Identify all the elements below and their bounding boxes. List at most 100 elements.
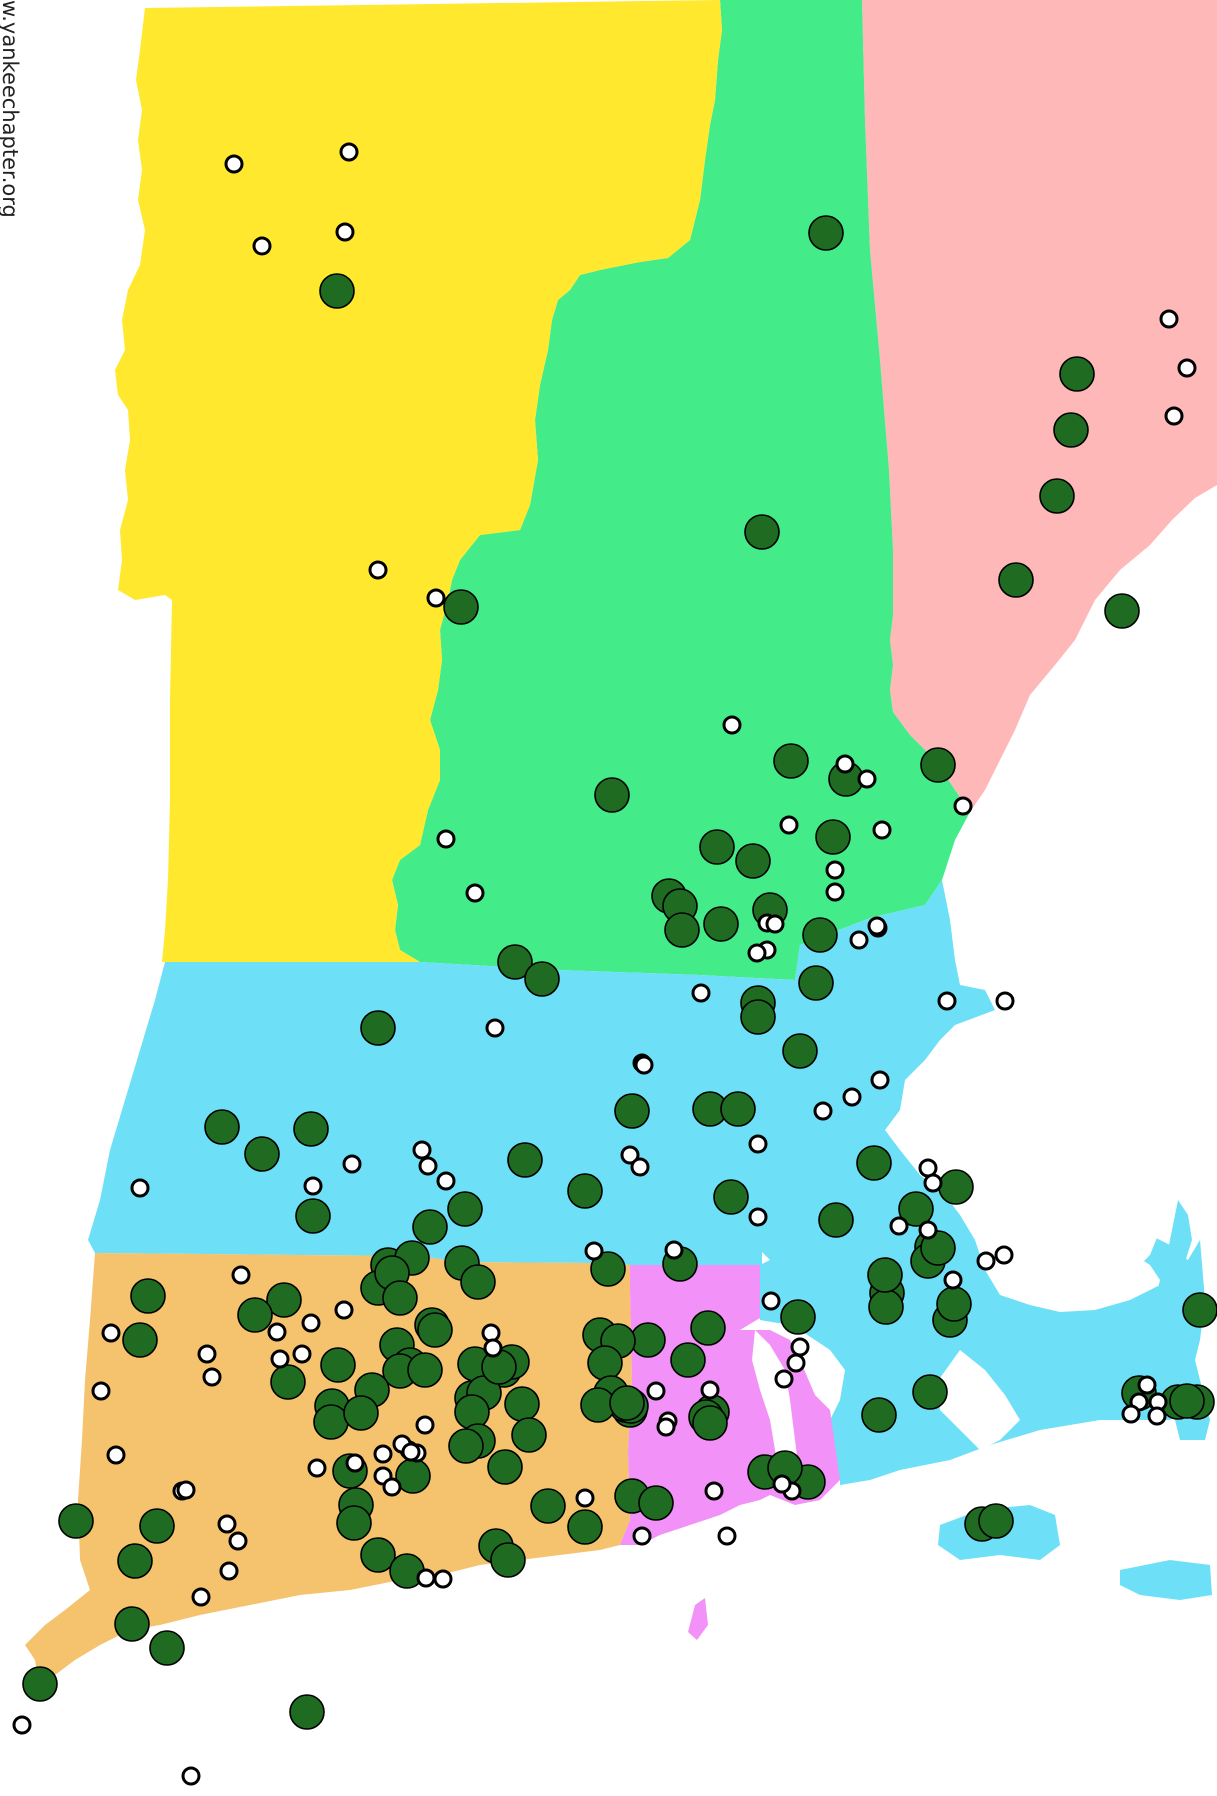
small-site-marker [228, 1531, 248, 1551]
large-site-marker [343, 1395, 379, 1431]
large-site-marker [237, 1297, 273, 1333]
small-site-marker [664, 1240, 684, 1260]
large-site-marker [567, 1173, 603, 1209]
large-site-marker [818, 1202, 854, 1238]
buzzards-bay [935, 1350, 1020, 1450]
large-site-marker [295, 1198, 331, 1234]
small-site-marker [339, 142, 359, 162]
small-site-marker [953, 796, 973, 816]
large-site-marker [511, 1417, 547, 1453]
small-site-marker [334, 1300, 354, 1320]
large-site-marker [487, 1449, 523, 1485]
large-site-marker [1059, 356, 1095, 392]
small-site-marker [842, 1087, 862, 1107]
large-site-marker [507, 1142, 543, 1178]
marker-layer [12, 142, 1217, 1786]
small-site-marker [1159, 309, 1179, 329]
large-site-marker [868, 1289, 904, 1325]
large-site-marker [122, 1322, 158, 1358]
small-site-marker [872, 820, 892, 840]
small-site-marker [202, 1367, 222, 1387]
large-site-marker [938, 1169, 974, 1205]
small-site-marker [335, 222, 355, 242]
large-site-marker [490, 1542, 526, 1578]
small-site-marker [382, 1477, 402, 1497]
small-site-marker [849, 930, 869, 950]
large-site-marker [320, 1347, 356, 1383]
large-site-marker [319, 273, 355, 309]
small-site-marker [1137, 1375, 1157, 1395]
small-site-marker [219, 1561, 239, 1581]
small-site-marker [646, 1381, 666, 1401]
large-site-marker [856, 1145, 892, 1181]
state-maine [862, 0, 1217, 812]
small-site-marker [1121, 1404, 1141, 1424]
small-site-marker [345, 1453, 365, 1473]
small-site-marker [717, 1526, 737, 1546]
small-site-marker [995, 991, 1015, 1011]
small-site-marker [368, 560, 388, 580]
small-site-marker [412, 1140, 432, 1160]
large-site-marker [867, 1257, 903, 1293]
small-site-marker [748, 1207, 768, 1227]
small-site-marker [632, 1526, 652, 1546]
small-site-marker [191, 1587, 211, 1607]
small-site-marker [761, 1291, 781, 1311]
small-site-marker [301, 1313, 321, 1333]
small-site-marker [786, 1353, 806, 1373]
small-site-marker [779, 815, 799, 835]
large-site-marker [382, 1280, 418, 1316]
large-site-marker [293, 1111, 329, 1147]
small-site-marker [748, 1134, 768, 1154]
small-site-marker [774, 1369, 794, 1389]
small-site-marker [630, 1157, 650, 1177]
large-site-marker [808, 215, 844, 251]
large-site-marker [920, 747, 956, 783]
large-site-marker [735, 843, 771, 879]
large-site-marker [289, 1694, 325, 1730]
large-site-marker [920, 1230, 956, 1266]
small-site-marker [937, 991, 957, 1011]
large-site-marker [114, 1606, 150, 1642]
small-site-marker [835, 754, 855, 774]
small-site-marker [485, 1018, 505, 1038]
large-site-marker [1104, 593, 1140, 629]
large-site-marker [412, 1209, 448, 1245]
large-site-marker [244, 1136, 280, 1172]
small-site-marker [765, 914, 785, 934]
large-site-marker [587, 1345, 623, 1381]
small-site-marker [889, 1216, 909, 1236]
large-site-marker [699, 829, 735, 865]
small-site-marker [418, 1156, 438, 1176]
small-site-marker [747, 943, 767, 963]
large-site-marker [497, 944, 533, 980]
massachusetts-bay [920, 1020, 1217, 1290]
small-site-marker [176, 1480, 196, 1500]
large-site-marker [773, 743, 809, 779]
large-site-marker [978, 1503, 1014, 1539]
small-site-marker [267, 1322, 287, 1342]
small-site-marker [1147, 1406, 1167, 1426]
large-site-marker [690, 1310, 726, 1346]
large-site-marker [802, 917, 838, 953]
small-site-marker [483, 1338, 503, 1358]
large-site-marker [780, 1299, 816, 1335]
small-site-marker [101, 1323, 121, 1343]
large-site-marker [1169, 1383, 1205, 1419]
small-site-marker [634, 1055, 654, 1075]
small-site-marker [415, 1415, 435, 1435]
small-site-marker [307, 1458, 327, 1478]
small-site-marker [436, 1171, 456, 1191]
small-site-marker [584, 1241, 604, 1261]
small-site-marker [790, 1337, 810, 1357]
small-site-marker [700, 1380, 720, 1400]
large-site-marker [936, 1286, 972, 1322]
small-site-marker [433, 1569, 453, 1589]
small-site-marker [342, 1154, 362, 1174]
nantucket [1120, 1560, 1212, 1600]
large-site-marker [270, 1364, 306, 1400]
small-site-marker [270, 1349, 290, 1369]
small-site-marker [252, 236, 272, 256]
large-site-marker [447, 1191, 483, 1227]
small-site-marker [181, 1766, 201, 1786]
